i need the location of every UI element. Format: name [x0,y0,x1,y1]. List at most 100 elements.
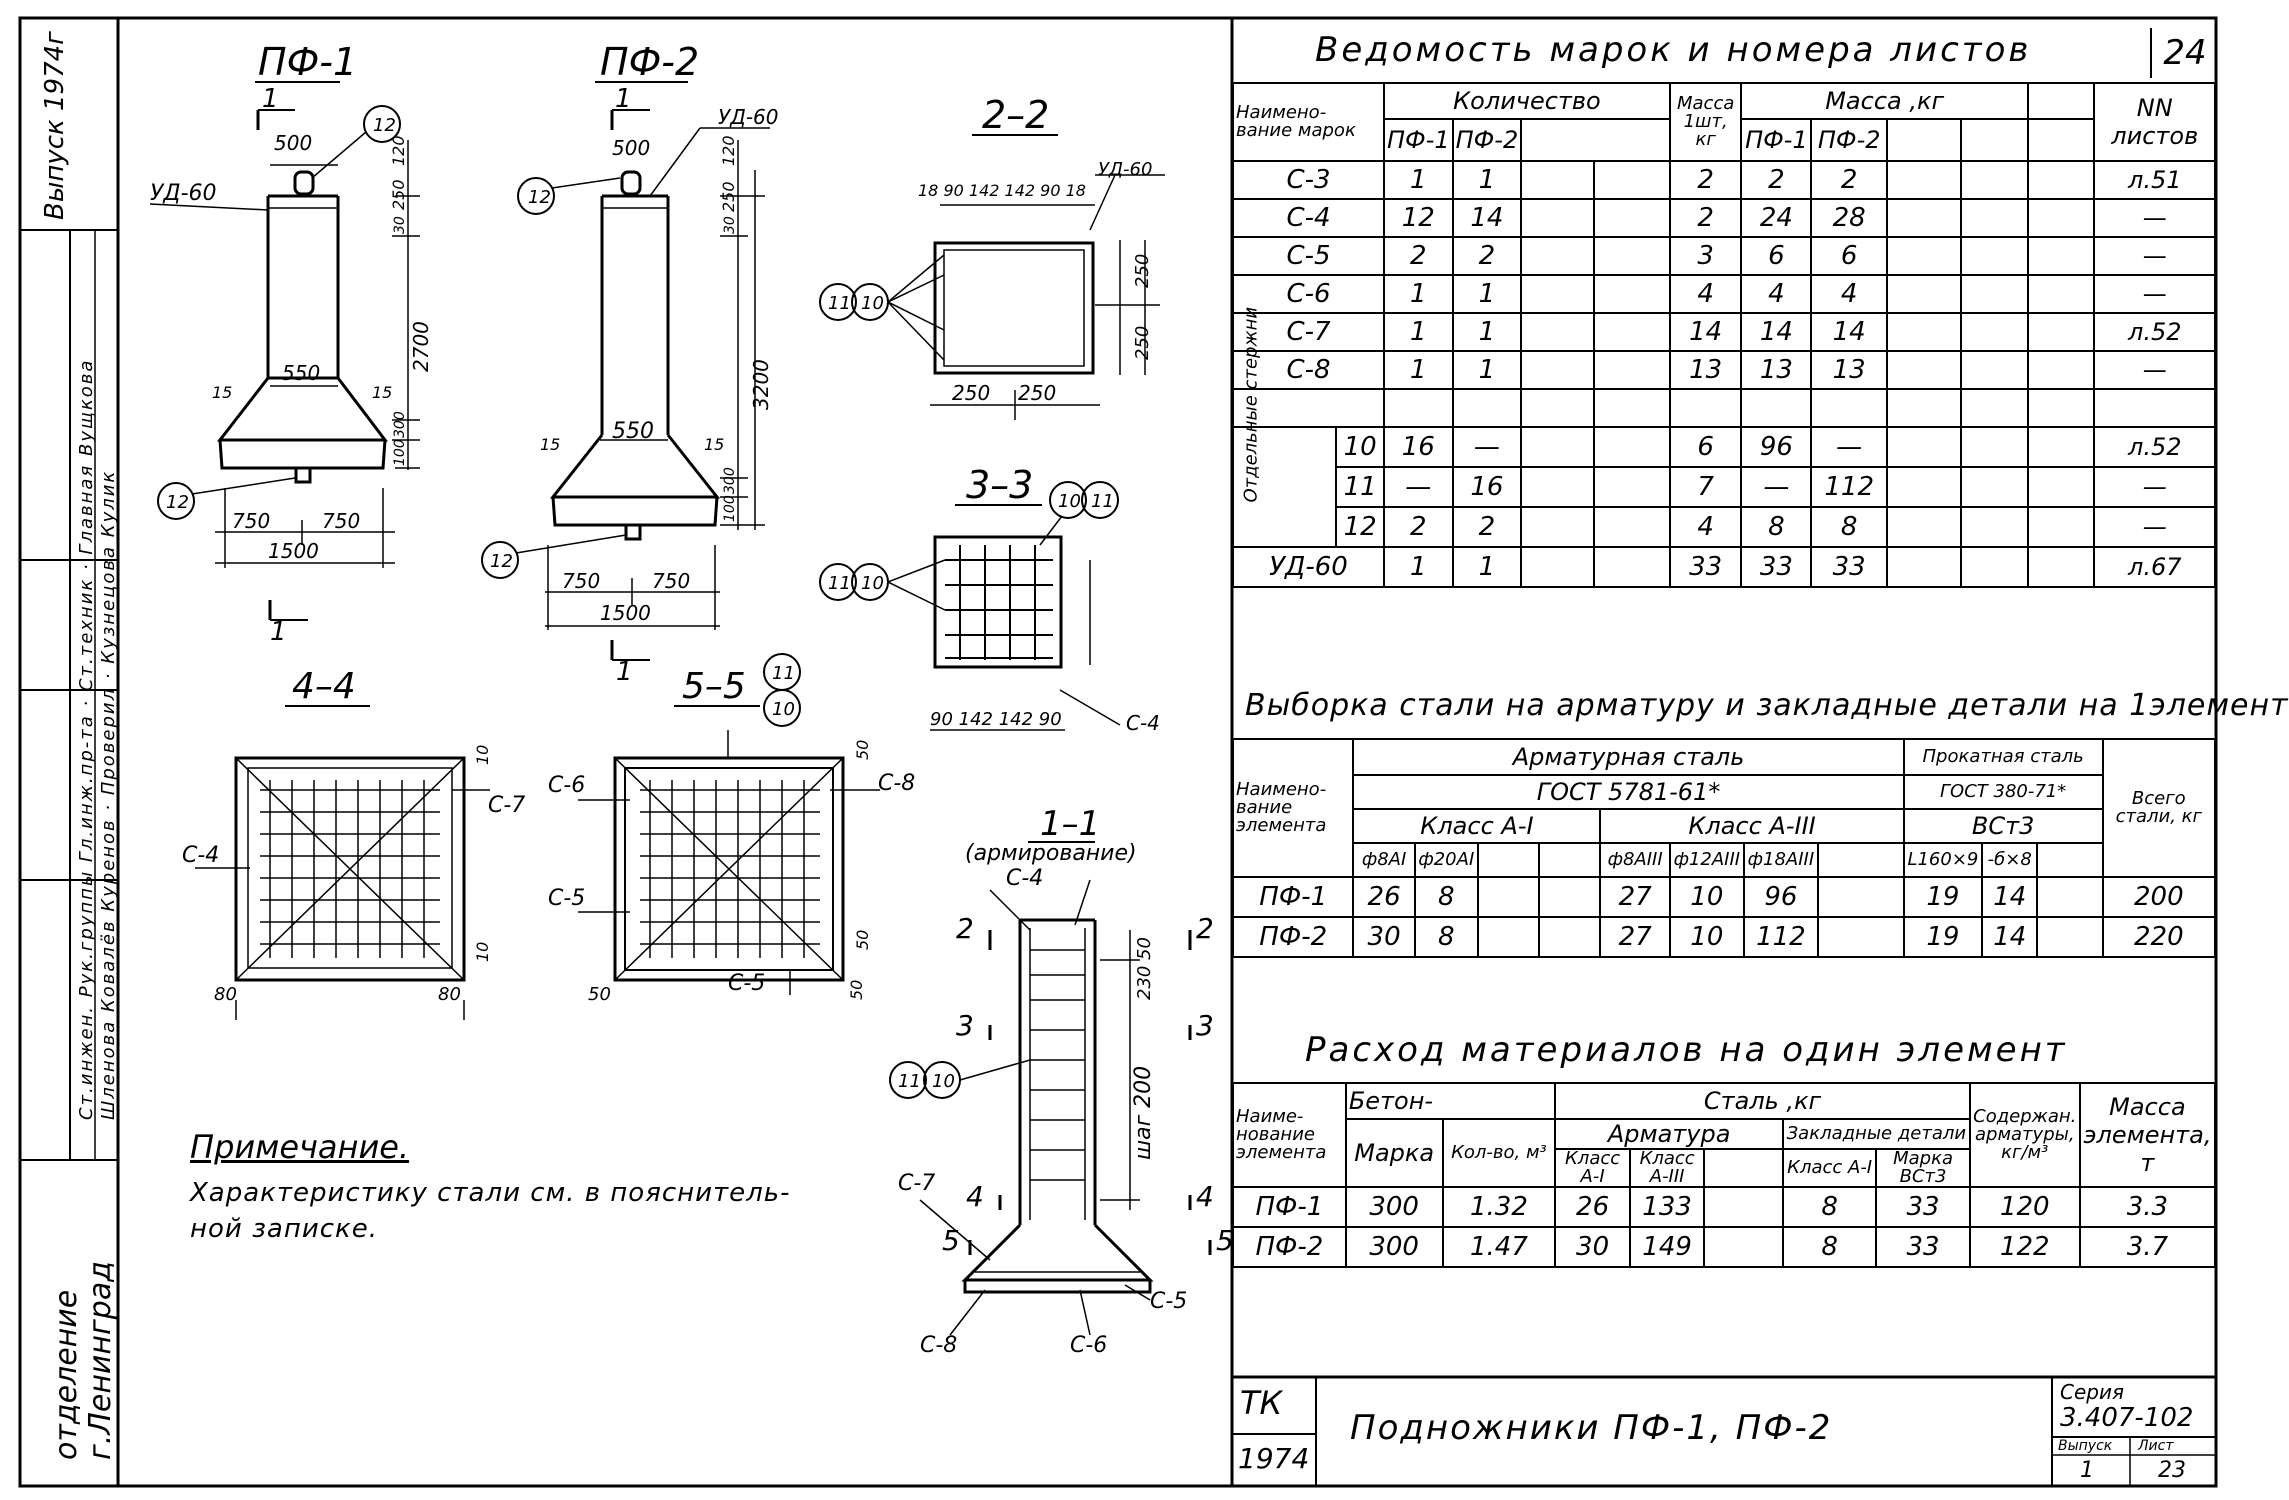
table3-title: Расход материалов на один элемент [1305,1030,2068,1070]
svg-text:230: 230 [1134,966,1155,1000]
svg-text:10: 10 [772,699,795,720]
svg-text:12: 12 [528,187,551,208]
pf1-title: ПФ-1 [258,40,357,84]
svg-text:50: 50 [1134,937,1155,960]
svg-text:750: 750 [232,509,270,533]
svg-text:С-6: С-6 [548,773,585,798]
svg-text:1500: 1500 [268,539,319,563]
svg-text:10: 10 [861,573,884,594]
svg-text:300: 300 [392,411,408,438]
svg-text:18 90 142 142 90 18: 18 90 142 142 90 18 [918,181,1086,200]
s22-title: 2–2 [982,93,1049,137]
table2-title: Выборка стали на арматуру и закладные де… [1245,688,2289,723]
svg-text:С-5: С-5 [548,886,585,911]
svg-text:С-7: С-7 [488,793,525,818]
svg-text:12: 12 [373,115,396,136]
svg-text:2: 2 [956,912,974,945]
svg-text:12: 12 [166,492,189,513]
svg-text:С-5: С-5 [728,971,765,996]
svg-text:120: 120 [719,135,738,166]
s33-title: 3–3 [966,463,1033,507]
svg-text:С-8: С-8 [878,771,915,796]
s11-title: 1–1 [1040,804,1100,844]
svg-text:1: 1 [615,84,632,114]
svg-text:10: 10 [1058,491,1081,512]
svg-text:шаг 200: шаг 200 [1131,1066,1156,1160]
svg-text:4: 4 [966,1180,984,1213]
svg-text:80: 80 [438,984,461,1005]
stamp-series-label: Серия [2060,1380,2124,1404]
section-2-2 [819,174,1165,420]
svg-text:500: 500 [612,136,650,160]
table2-steel: Наимено-вание элемента Арматурная сталь … [1231,738,2217,958]
svg-text:С-6: С-6 [1070,1333,1107,1358]
sheet-frame [18,16,2218,1488]
side-names: Шленова Ковалёв Куренов · Проверил · Куз… [98,469,119,1120]
svg-text:50: 50 [847,980,866,1000]
svg-text:3200: 3200 [749,359,773,410]
svg-text:5: 5 [942,1224,960,1257]
pf1-mark: УД-60 [150,181,217,206]
svg-text:250: 250 [1018,381,1056,405]
svg-text:30: 30 [722,216,738,234]
svg-text:250: 250 [1132,326,1153,360]
svg-text:11: 11 [772,663,795,684]
pf1-section-top: 1 [262,84,279,114]
svg-text:С-8: С-8 [920,1333,957,1358]
svg-text:1500: 1500 [600,601,651,625]
note-text-2: ной записке. [190,1214,378,1244]
section-3-3 [819,481,1121,731]
svg-text:1: 1 [616,657,633,687]
svg-text:УД-60: УД-60 [718,105,778,129]
svg-text:90 142 142 90: 90 142 142 90 [930,709,1062,730]
svg-text:750: 750 [652,569,690,593]
svg-text:250: 250 [389,179,408,210]
svg-text:11: 11 [828,293,851,314]
svg-text:С-4: С-4 [182,843,219,868]
svg-text:50: 50 [588,984,611,1005]
svg-text:50: 50 [853,740,872,760]
svg-text:11: 11 [1091,491,1114,512]
svg-text:15: 15 [372,383,392,402]
svg-text:2700: 2700 [409,321,433,372]
table1-title: Ведомость марок и номера листов [1315,30,2032,70]
s44-title: 4–4 [292,666,356,707]
svg-text:С-4: С-4 [1006,866,1043,891]
svg-text:500: 500 [274,131,312,155]
svg-text:10: 10 [473,745,492,765]
svg-text:750: 750 [322,509,360,533]
svg-text:250: 250 [952,381,990,405]
svg-text:УД-60: УД-60 [1098,159,1152,180]
svg-text:2: 2 [1196,912,1214,945]
section-5-5 [578,653,880,995]
svg-text:100: 100 [392,439,408,466]
stamp-code: ТК [1240,1384,1283,1422]
svg-text:300: 300 [722,467,738,494]
svg-text:550: 550 [282,361,320,385]
svg-text:15: 15 [704,435,724,454]
svg-text:80: 80 [214,984,237,1005]
stamp-title: Подножники ПФ-1, ПФ-2 [1350,1408,1833,1448]
svg-text:250: 250 [719,181,738,212]
stamp-year: 1974 [1238,1442,1310,1475]
svg-text:5: 5 [1216,1224,1234,1257]
table1-marks: Наимено-вание марок Количество Масса 1шт… [1231,82,2216,588]
side-signatures: Ст.инжен. Рук.группы Гл.инж.пр-та · Ст.т… [76,358,97,1120]
svg-text:11: 11 [828,573,851,594]
side-issue: Выпуск 1974г [40,31,70,220]
svg-text:12: 12 [490,551,513,572]
svg-text:10: 10 [932,1071,955,1092]
pf1-elevation [149,105,420,621]
pf2-elevation [481,109,770,661]
svg-text:15: 15 [540,435,560,454]
svg-text:100: 100 [722,495,738,522]
